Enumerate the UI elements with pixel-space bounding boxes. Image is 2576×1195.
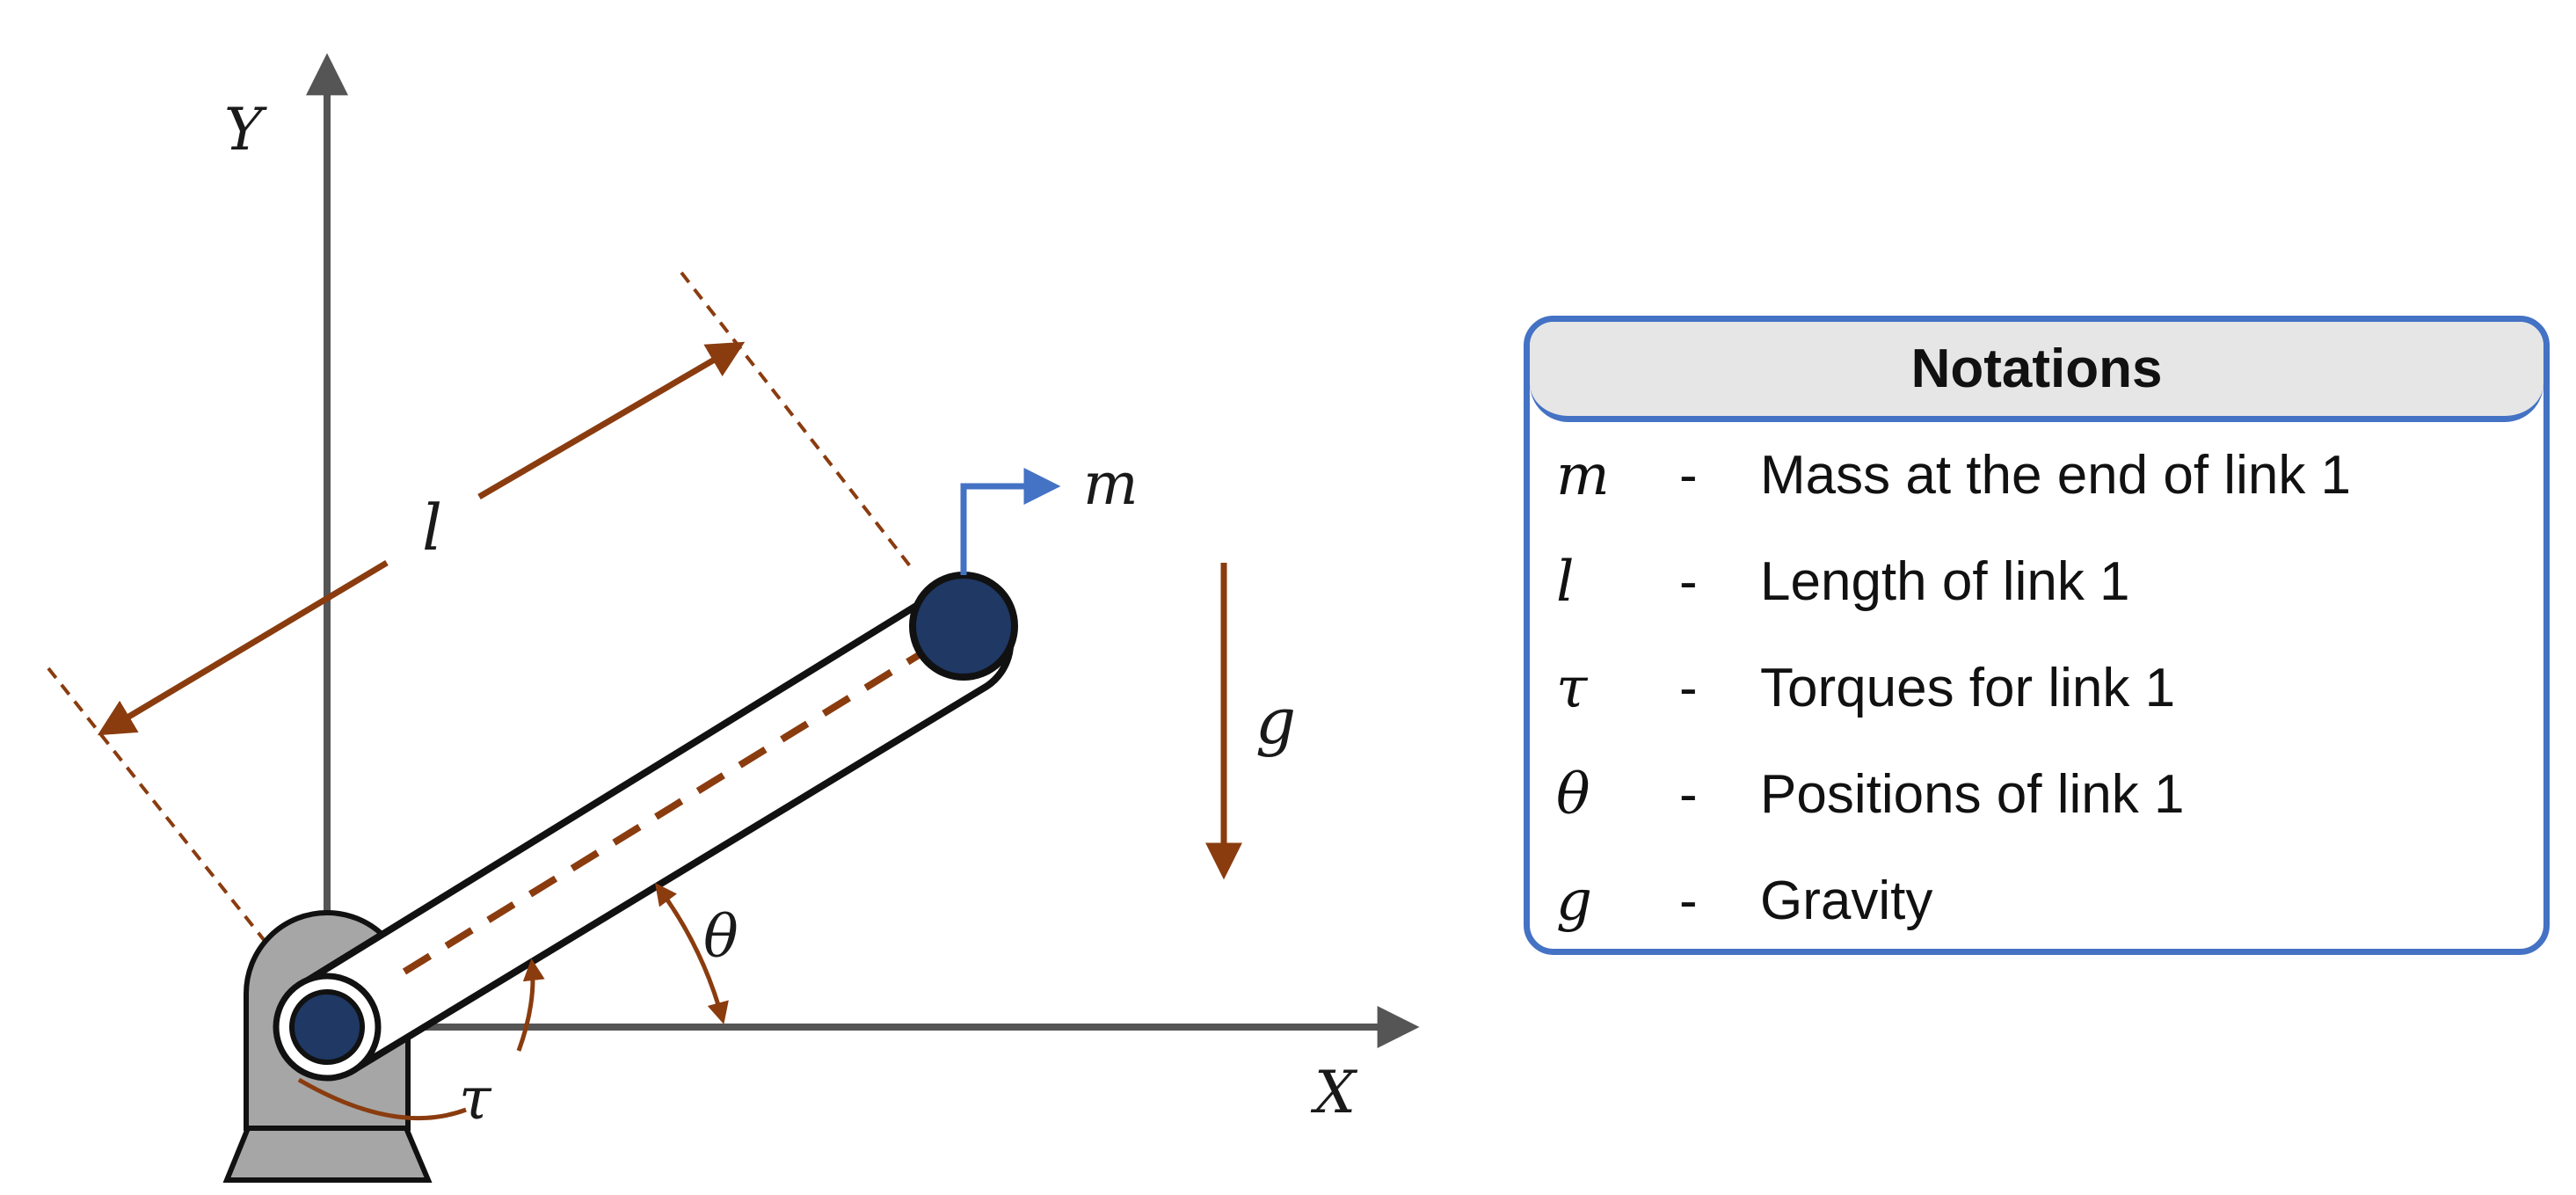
legend-row-torque: τ - Torques for link 1 [1530,635,2543,741]
theta-arc [655,882,729,1024]
length-label: l [422,491,442,565]
legend-row-mass: m - Mass at the end of link 1 [1530,422,2543,528]
legend-row-gravity: g - Gravity [1530,848,2543,949]
link-1-centerline [402,652,921,975]
length-arrow-upper [477,341,746,500]
torque-arc-upper [516,958,545,1052]
base-trapezoid [222,1126,433,1183]
mass-label: m [1083,450,1139,518]
mass-marker-arrow [960,468,1061,575]
legend-symbol: τ [1556,655,1588,721]
torque-arc [297,1077,467,1121]
legend-dash: - [1679,445,1698,506]
legend-description: Mass at the end of link 1 [1760,445,2352,506]
legend-description: Length of link 1 [1760,551,2130,612]
x-axis-label: X [1310,1059,1358,1126]
length-arrow-lower [97,559,389,736]
length-extension-line-end [680,271,916,573]
legend-symbol: g [1556,868,1592,934]
gravity-label: g [1255,684,1296,758]
legend-dash: - [1679,764,1698,825]
legend-symbol: θ [1556,761,1590,827]
end-mass [909,572,1018,681]
legend-title: Notations [1530,322,2543,422]
joint-inner [289,989,365,1065]
link-1 [287,586,1015,1074]
theta-label: θ [703,903,739,971]
legend-description: Gravity [1760,871,1933,931]
legend-symbol: l [1556,549,1575,615]
length-extension-line-start [47,667,270,947]
legend-row-position: θ - Positions of link 1 [1530,741,2543,848]
notations-legend: Notations m - Mass at the end of link 1 … [1524,316,2550,955]
y-axis-label: Y [224,96,267,164]
legend-description: Torques for link 1 [1760,658,2176,718]
legend-symbol: m [1556,442,1610,508]
legend-description: Positions of link 1 [1760,764,2185,825]
torque-label: τ [459,1065,492,1133]
legend-row-length: l - Length of link 1 [1530,528,2543,635]
legend-dash: - [1679,871,1698,931]
legend-dash: - [1679,658,1698,718]
legend-dash: - [1679,551,1698,612]
